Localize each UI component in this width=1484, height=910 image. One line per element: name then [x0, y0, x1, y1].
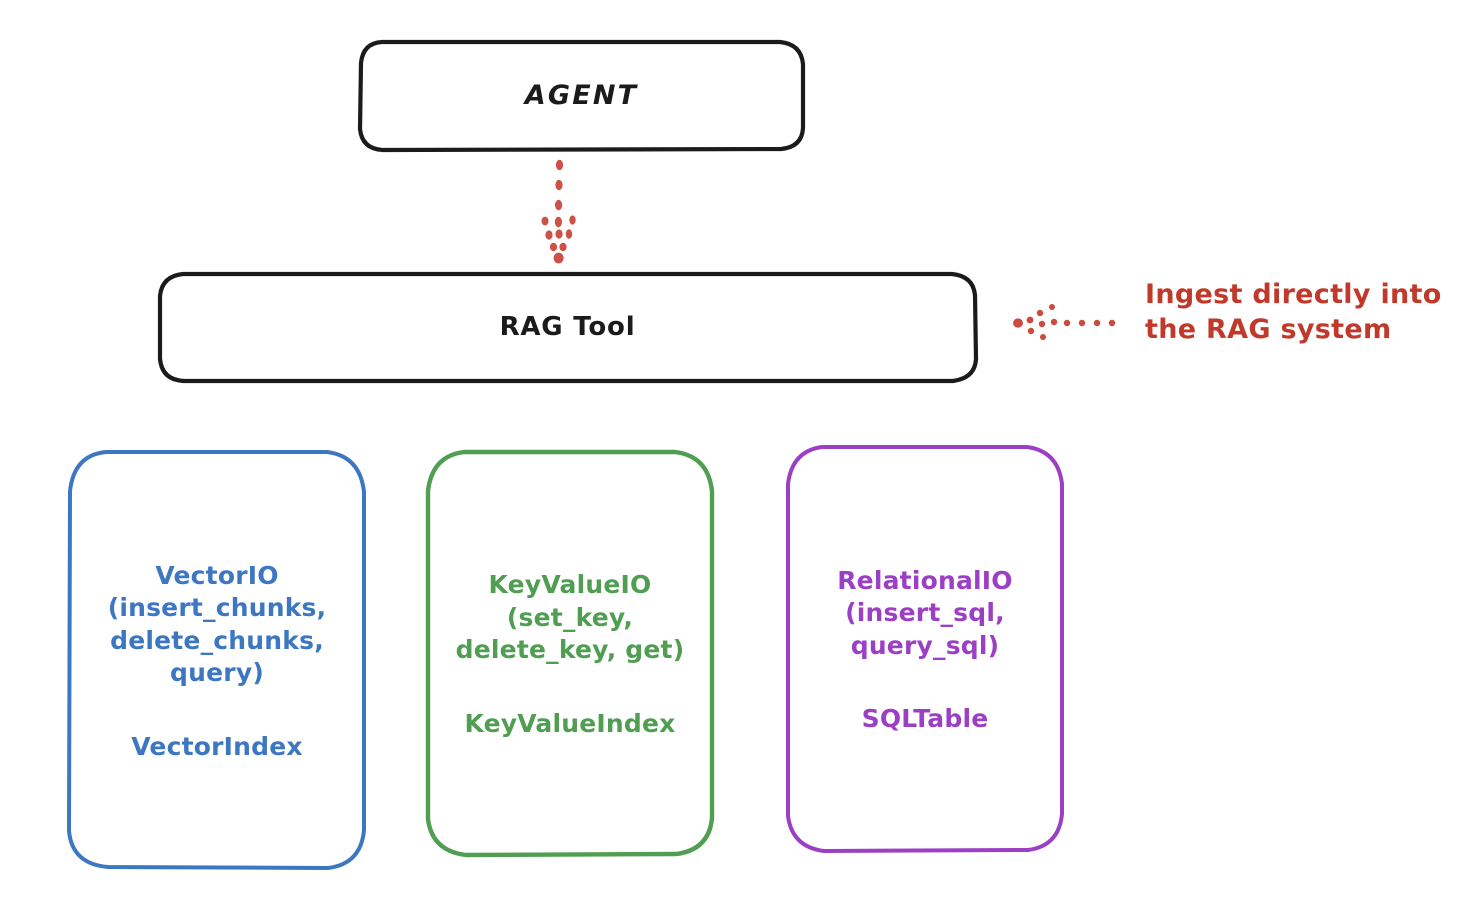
node-rag-tool[interactable]: RAG Tool [156, 271, 979, 384]
node-keyvalue-store[interactable]: KeyValueIO (set_key, delete_key, get) Ke… [424, 449, 716, 858]
node-relational-store[interactable]: RelationalIO (insert_sql, query_sql) SQL… [784, 444, 1066, 854]
relational-store-index-label: SQLTable [861, 704, 989, 734]
vector-store-api-label: VectorIO (insert_chunks, delete_chunks, … [107, 560, 327, 688]
keyvalue-store-index-label: KeyValueIndex [464, 708, 676, 738]
node-vector-store[interactable]: VectorIO (insert_chunks, delete_chunks, … [66, 449, 368, 871]
keyvalue-store-api-label: KeyValueIO (set_key, delete_key, get) [455, 570, 685, 665]
vector-store-index-label: VectorIndex [131, 731, 303, 761]
annotation-ingest-directly: Ingest directly into the RAG system [1145, 279, 1442, 346]
rag-tool-label: RAG Tool [499, 311, 636, 342]
node-agent[interactable]: AGENT [357, 39, 806, 153]
dotted-left-arrow-icon [1013, 304, 1116, 340]
connector-ingest-pointer [1012, 292, 1140, 352]
agent-label: AGENT [524, 80, 639, 112]
connector-agent-to-rag-tool [505, 158, 615, 266]
dotted-down-arrow-icon [541, 159, 576, 264]
relational-store-api-label: RelationalIO (insert_sql, query_sql) [837, 565, 1013, 660]
